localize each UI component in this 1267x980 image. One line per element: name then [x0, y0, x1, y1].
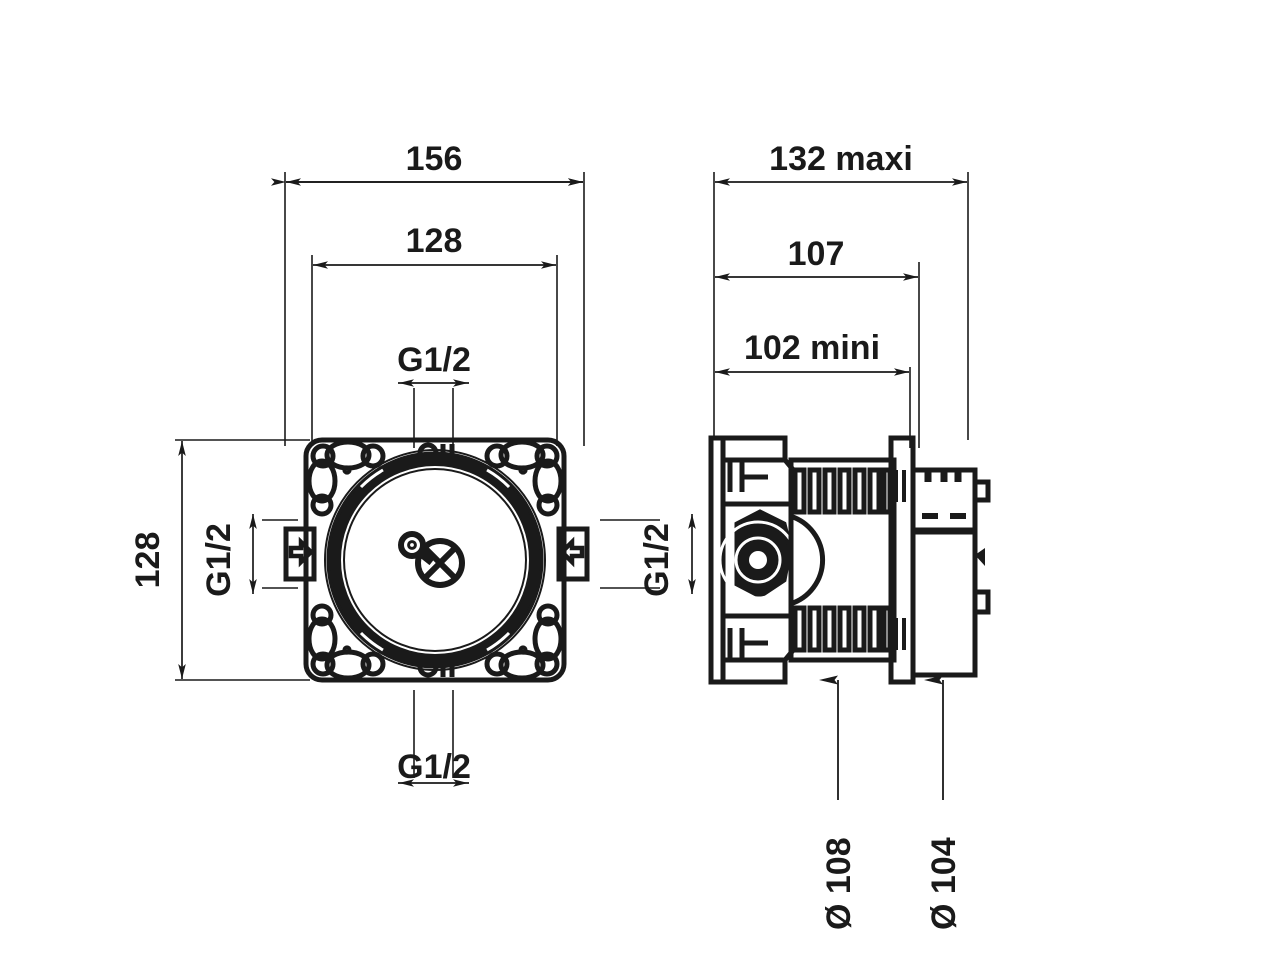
- front-center-hub: [398, 531, 465, 588]
- dim-label-128-top: 128: [406, 222, 463, 260]
- diameter-leaders: Ø 108 Ø 104: [819, 675, 963, 930]
- dim-label-156: 156: [406, 140, 463, 178]
- right-flow-arrow-icon: [558, 536, 585, 568]
- dim-128-top: 128: [313, 222, 556, 269]
- side-ribs-top: [792, 467, 906, 515]
- front-center-ports: [417, 442, 455, 678]
- side-housing: [788, 435, 916, 685]
- dim-label-g12-left: G1/2: [200, 523, 238, 597]
- side-extension-lines: [600, 172, 969, 589]
- side-right-cap: [913, 467, 991, 678]
- dim-label-107: 107: [788, 235, 845, 273]
- dim-label-102-mini: 102 mini: [744, 329, 880, 367]
- side-cartridge: [718, 509, 825, 607]
- dim-label-132-maxi: 132 maxi: [769, 140, 913, 178]
- front-side-ports: [283, 526, 590, 582]
- dim-107: 107: [715, 235, 918, 281]
- front-right-port: [556, 526, 590, 582]
- dim-g12-right: G1/2: [638, 514, 696, 597]
- dim-156: 156: [271, 140, 583, 186]
- dim-102-mini: 102 mini: [715, 329, 909, 376]
- front-left-port: [283, 526, 317, 582]
- side-ribs-bottom: [792, 605, 906, 653]
- left-flow-arrow-icon: [288, 536, 315, 568]
- dim-label-dia-104: Ø 104: [925, 837, 963, 930]
- dim-132-maxi: 132 maxi: [715, 140, 967, 186]
- dim-g12-left: G1/2: [200, 514, 257, 597]
- dim-label-dia-108: Ø 108: [820, 837, 858, 930]
- dim-label-g12-bottom: G1/2: [397, 748, 471, 786]
- dim-label-g12-right: G1/2: [638, 523, 676, 597]
- dim-g12-top: G1/2: [397, 341, 471, 387]
- front-view-group: 156 128 G1/2 G1/2 128: [129, 140, 590, 787]
- side-view-group: 132 maxi 107 102 mini G1/2 Ø 108: [600, 140, 991, 930]
- dim-128-left: 128: [129, 441, 186, 679]
- dim-label-128-left: 128: [129, 532, 167, 589]
- front-extension-lines: [175, 172, 585, 778]
- dim-label-g12-top: G1/2: [397, 341, 471, 379]
- front-corner-bosses: [306, 439, 564, 681]
- dim-g12-bottom: G1/2: [397, 748, 471, 787]
